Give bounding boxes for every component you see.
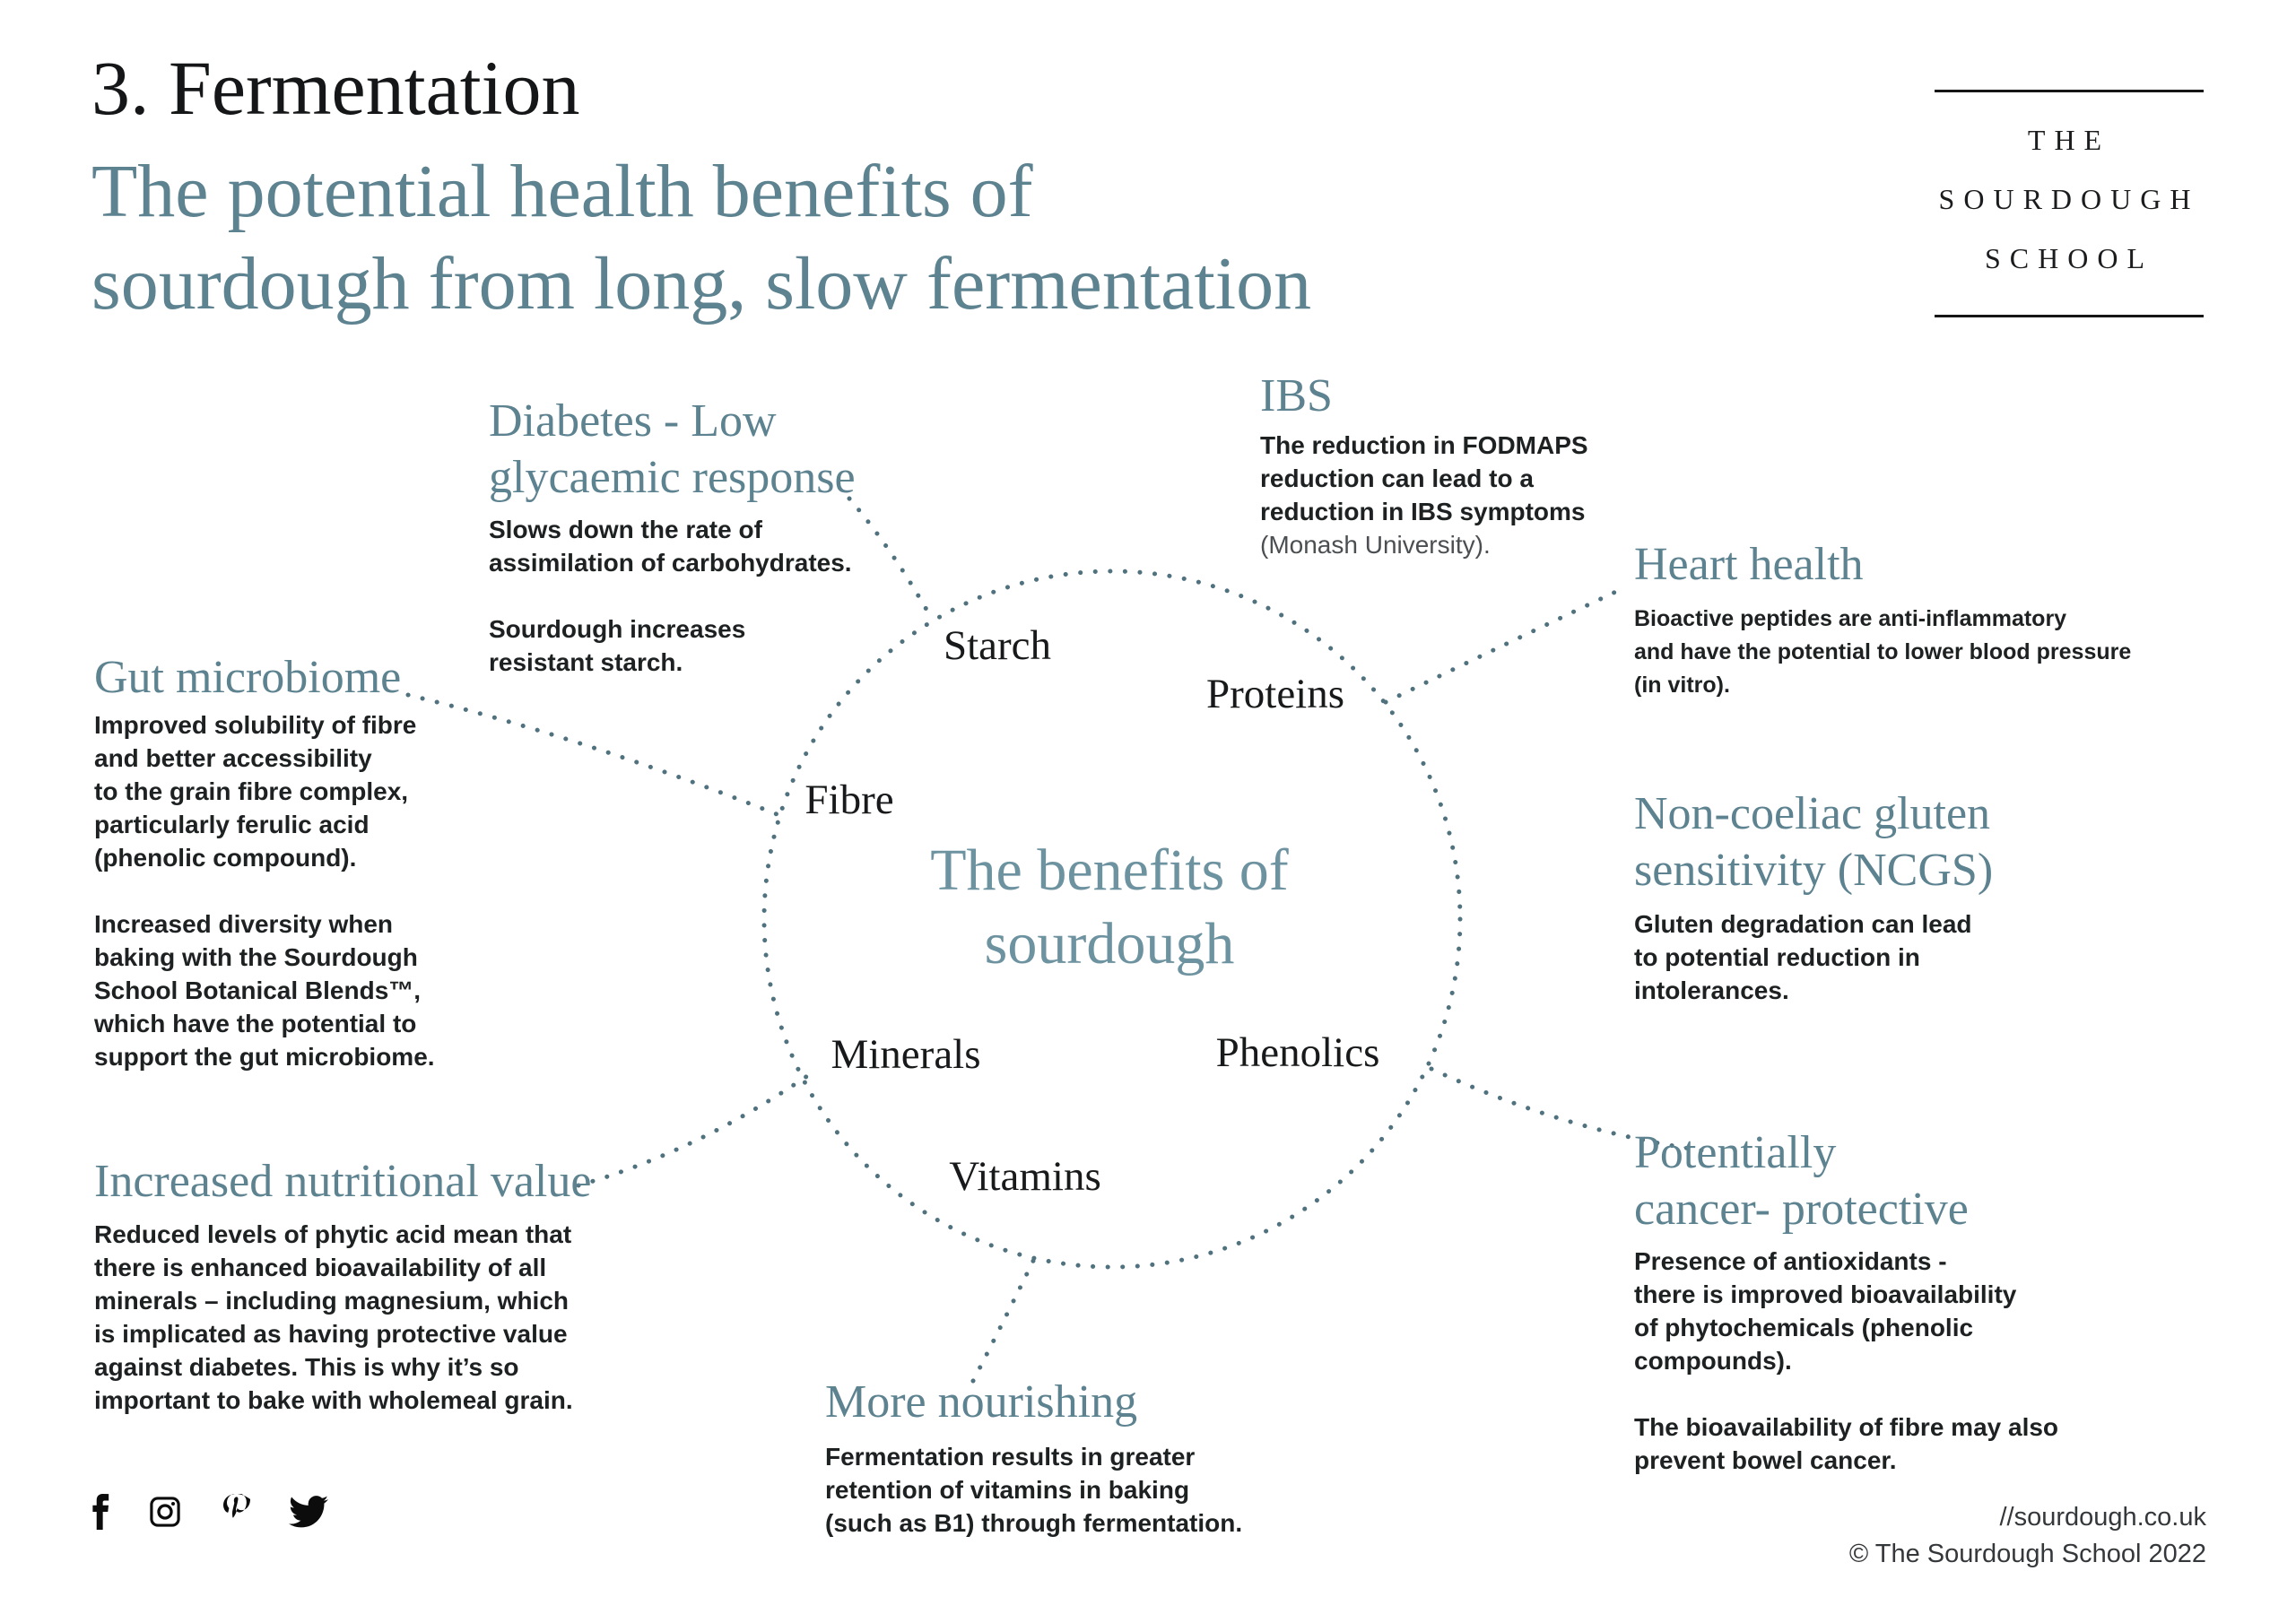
heading-ibs: IBS bbox=[1260, 370, 1333, 421]
pinterest-icon[interactable] bbox=[221, 1494, 251, 1530]
logo-rule-top bbox=[1935, 90, 2204, 92]
logo-word-sourdough: SOURDOUGH bbox=[1938, 183, 2200, 215]
text-line: (phenolic compound). bbox=[94, 844, 357, 872]
text-line: baking with the Sourdough bbox=[94, 943, 418, 971]
instagram-icon[interactable] bbox=[147, 1494, 183, 1530]
body-ibs-note: (Monash University). bbox=[1260, 531, 1491, 559]
text-line: Gluten degradation can lead bbox=[1634, 910, 1972, 938]
text-line bbox=[489, 579, 852, 612]
subtitle-line: sourdough from long, slow fermentation bbox=[91, 242, 1312, 325]
text-line: assimilation of carbohydrates. bbox=[489, 549, 852, 577]
connector-cancer-protective bbox=[1429, 1066, 1711, 1154]
node-proteins: Proteins bbox=[1205, 671, 1345, 717]
body-heart-health: Bioactive peptides are anti-inflammatory… bbox=[1634, 603, 2131, 702]
text-line: to potential reduction in bbox=[1634, 943, 1920, 971]
text-line: there is improved bioavailability bbox=[1634, 1280, 2017, 1308]
text-line: Presence of antioxidants - bbox=[1634, 1247, 1947, 1275]
text-line bbox=[94, 874, 435, 907]
text-line: compounds). bbox=[1634, 1347, 1792, 1375]
facebook-icon[interactable] bbox=[90, 1494, 109, 1530]
footer-credits: //sourdough.co.uk © The Sourdough School… bbox=[1849, 1499, 2206, 1573]
text-line: Slows down the rate of bbox=[489, 516, 762, 543]
node-fibre: Fibre bbox=[804, 777, 894, 823]
node-minerals: Minerals bbox=[831, 1031, 981, 1078]
heading-line: cancer- protective bbox=[1634, 1184, 1969, 1235]
text-line bbox=[1634, 1377, 2058, 1410]
text-line: against diabetes. This is why it’s so bbox=[94, 1353, 519, 1381]
connector-more-nourishing bbox=[970, 1253, 1039, 1384]
heading-nutritional-value: Increased nutritional value bbox=[94, 1156, 592, 1207]
text-line: intolerances. bbox=[1634, 976, 1789, 1004]
text-line: Bioactive peptides are anti-inflammatory bbox=[1634, 606, 2067, 631]
connector-gut-microbiome bbox=[405, 692, 779, 817]
website-url: //sourdough.co.uk bbox=[1999, 1503, 2206, 1532]
heading-ncgs: Non-coeliac gluten sensitivity (NCGS) bbox=[1634, 785, 1993, 898]
circle-title-line: sourdough bbox=[984, 911, 1235, 976]
social-icons bbox=[90, 1494, 328, 1530]
text-line: reduction in IBS symptoms bbox=[1260, 498, 1586, 525]
heading-gut-microbiome: Gut microbiome bbox=[94, 652, 402, 703]
body-ibs: The reduction in FODMAPS reduction can le… bbox=[1260, 429, 1588, 561]
text-line: which have the potential to bbox=[94, 1010, 417, 1037]
node-vitamins: Vitamins bbox=[949, 1153, 1101, 1200]
body-cancer-protective: Presence of antioxidants - there is impro… bbox=[1634, 1245, 2058, 1477]
heading-line: Potentially bbox=[1634, 1127, 1837, 1178]
text-line: is implicated as having protective value bbox=[94, 1320, 568, 1348]
text-line: and better accessibility bbox=[94, 744, 372, 772]
logo-word-the: THE bbox=[2027, 124, 2111, 156]
text-line: there is enhanced bioavailability of all bbox=[94, 1254, 547, 1281]
connector-heart-health bbox=[1383, 585, 1628, 705]
connector-diabetes bbox=[847, 496, 935, 623]
node-starch: Starch bbox=[943, 622, 1052, 669]
text-line: prevent bowel cancer. bbox=[1634, 1446, 1897, 1474]
text-line: important to bake with wholemeal grain. bbox=[94, 1386, 573, 1414]
heading-heart-health: Heart health bbox=[1634, 539, 1864, 590]
connector-nutritional-value bbox=[576, 1073, 810, 1188]
text-line: to the grain fibre complex, bbox=[94, 777, 409, 805]
copyright: © The Sourdough School 2022 bbox=[1848, 1540, 2206, 1568]
body-gut-microbiome: Improved solubility of fibre and better a… bbox=[94, 708, 435, 1073]
text-line: The reduction in FODMAPS bbox=[1260, 431, 1588, 459]
heading-cancer-protective: Potentially cancer- protective bbox=[1634, 1124, 1969, 1237]
heading-more-nourishing: More nourishing bbox=[825, 1376, 1138, 1428]
subtitle-line: The potential health benefits of bbox=[91, 150, 1033, 233]
circle-title-line: The benefits of bbox=[930, 838, 1289, 903]
body-ibs-lines: The reduction in FODMAPS reduction can le… bbox=[1260, 429, 1588, 528]
text-line: particularly ferulic acid bbox=[94, 811, 370, 838]
twitter-icon[interactable] bbox=[289, 1494, 328, 1530]
text-line: support the gut microbiome. bbox=[94, 1043, 435, 1071]
text-line: Increased diversity when bbox=[94, 910, 394, 938]
text-line: Fermentation results in greater bbox=[825, 1443, 1196, 1471]
body-nutritional-value: Reduced levels of phytic acid mean that t… bbox=[94, 1218, 573, 1417]
page-subtitle: The potential health benefits of sourdou… bbox=[91, 145, 1311, 330]
text-line: (in vitro). bbox=[1634, 673, 1730, 698]
heading-line: Diabetes - Low bbox=[489, 395, 777, 447]
text-line: minerals – including magnesium, which bbox=[94, 1287, 570, 1315]
text-line: resistant starch. bbox=[489, 648, 683, 676]
body-diabetes: Slows down the rate of assimilation of ca… bbox=[489, 513, 852, 679]
heading-line: sensitivity (NCGS) bbox=[1634, 845, 1994, 896]
text-line: retention of vitamins in baking bbox=[825, 1476, 1190, 1504]
heading-line: glycaemic response bbox=[489, 452, 856, 503]
text-line: of phytochemicals (phenolic bbox=[1634, 1314, 1974, 1341]
circle-title: The benefits of sourdough bbox=[930, 834, 1289, 981]
body-more-nourishing: Fermentation results in greater retention… bbox=[825, 1440, 1242, 1540]
dotted-circle bbox=[761, 568, 1463, 1270]
text-line: The bioavailability of fibre may also bbox=[1634, 1413, 2059, 1441]
text-line: Reduced levels of phytic acid mean that bbox=[94, 1220, 572, 1248]
heading-line: Non-coeliac gluten bbox=[1634, 788, 1991, 839]
text-line: (such as B1) through fermentation. bbox=[825, 1509, 1243, 1537]
logo-word-school: SCHOOL bbox=[1984, 242, 2154, 274]
page-title: 3. Fermentation bbox=[91, 45, 580, 131]
text-line: School Botanical Blends™, bbox=[94, 976, 422, 1004]
node-phenolics: Phenolics bbox=[1215, 1029, 1380, 1076]
text-line: reduction can lead to a bbox=[1260, 464, 1534, 492]
logo-rule-bottom bbox=[1935, 315, 2204, 317]
text-line: Improved solubility of fibre bbox=[94, 711, 417, 739]
text-line: and have the potential to lower blood pr… bbox=[1634, 639, 2132, 664]
body-ncgs: Gluten degradation can lead to potential … bbox=[1634, 907, 1972, 1007]
text-line: Sourdough increases bbox=[489, 615, 746, 643]
heading-diabetes: Diabetes - Low glycaemic response bbox=[489, 393, 856, 506]
